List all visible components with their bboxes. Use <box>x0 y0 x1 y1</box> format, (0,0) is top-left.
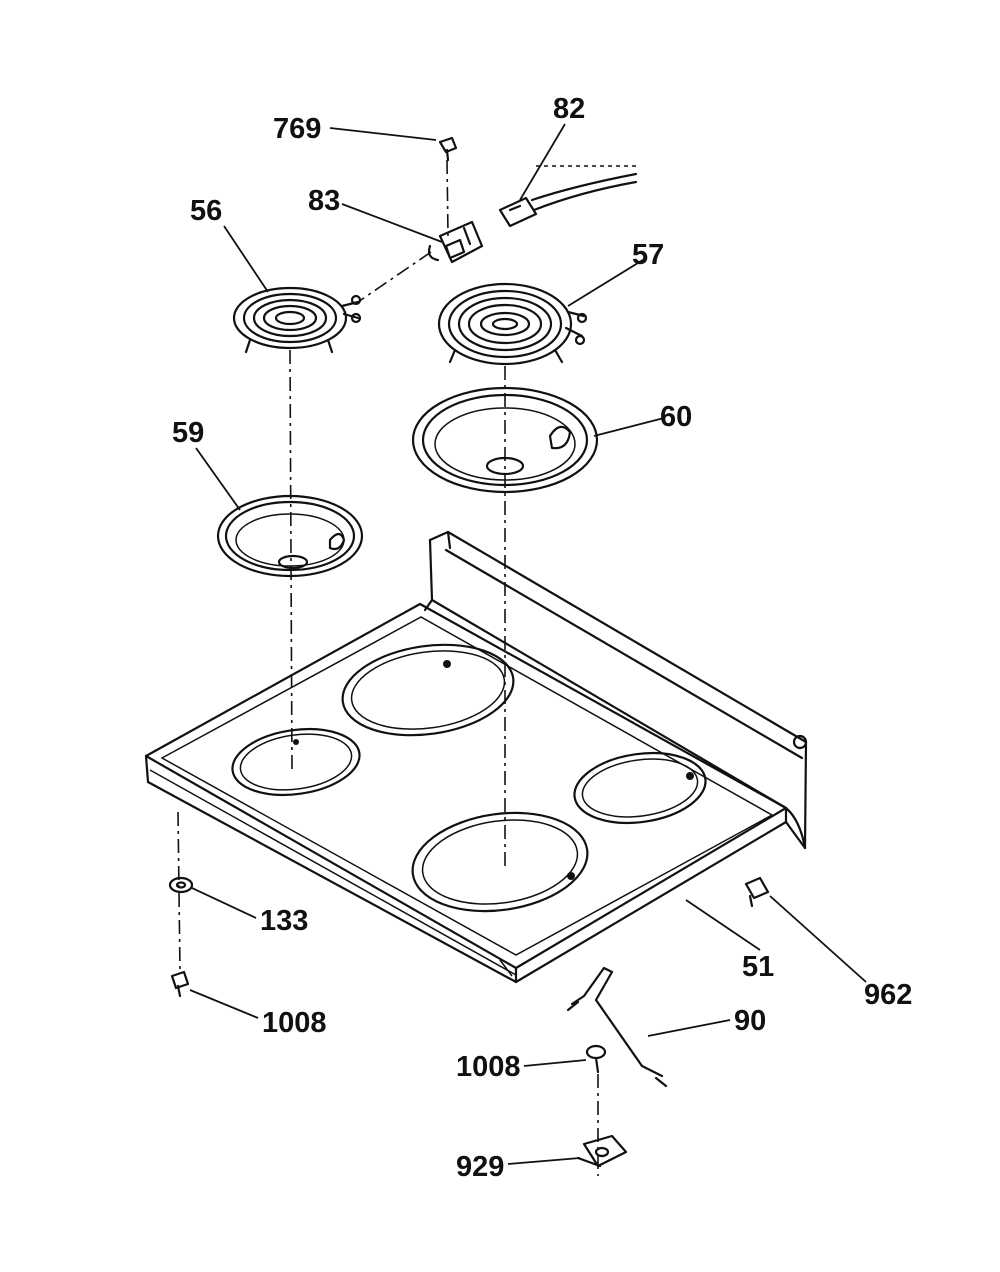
label-90: 90 <box>734 1005 766 1037</box>
label-82: 82 <box>553 93 585 125</box>
washer-133 <box>168 876 194 894</box>
screw-769 <box>438 136 458 162</box>
label-962: 962 <box>864 979 912 1011</box>
burner-openings <box>231 643 707 913</box>
screw-1008-right <box>585 1044 607 1074</box>
clip-962 <box>744 876 770 908</box>
label-60: 60 <box>660 401 692 433</box>
terminal-block-83 <box>427 220 484 264</box>
label-83: 83 <box>308 185 340 217</box>
leader-lines <box>189 123 867 1165</box>
label-769: 769 <box>273 113 321 145</box>
burner-coil-56 <box>232 286 362 354</box>
label-1008-right: 1008 <box>456 1051 521 1083</box>
label-51: 51 <box>742 951 774 983</box>
burner-coil-57 <box>437 282 588 366</box>
label-1008-left: 1008 <box>262 1007 327 1039</box>
label-59: 59 <box>172 417 204 449</box>
drip-pan-59 <box>216 494 364 578</box>
screw-1008-left <box>170 970 190 998</box>
label-57: 57 <box>632 239 664 271</box>
bracket-929 <box>576 1134 628 1168</box>
rod-90 <box>566 966 668 1088</box>
assembly-lines <box>177 159 599 1176</box>
plug-82 <box>498 165 640 228</box>
label-929: 929 <box>456 1151 504 1183</box>
label-133: 133 <box>260 905 308 937</box>
label-56: 56 <box>190 195 222 227</box>
part-labels: 769 82 83 56 57 59 60 133 1008 51 962 90… <box>172 93 912 1183</box>
